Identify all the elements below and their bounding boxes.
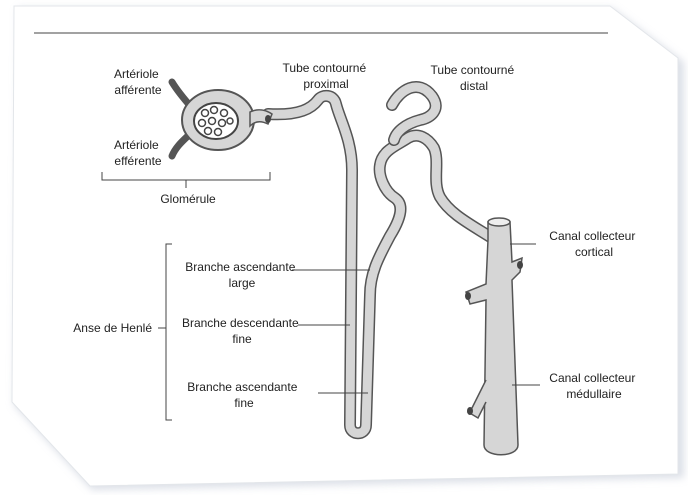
duct-branch-tip-1 [517,261,523,269]
duct-branch-tip-3 [467,407,473,415]
proximal-start-dot [265,115,271,123]
label-glomerule: Glomérule [160,192,216,206]
label-anse-henle: Anse de Henlé [73,321,152,335]
duct-top-opening [488,218,510,226]
duct-branch-tip-2 [465,292,471,300]
